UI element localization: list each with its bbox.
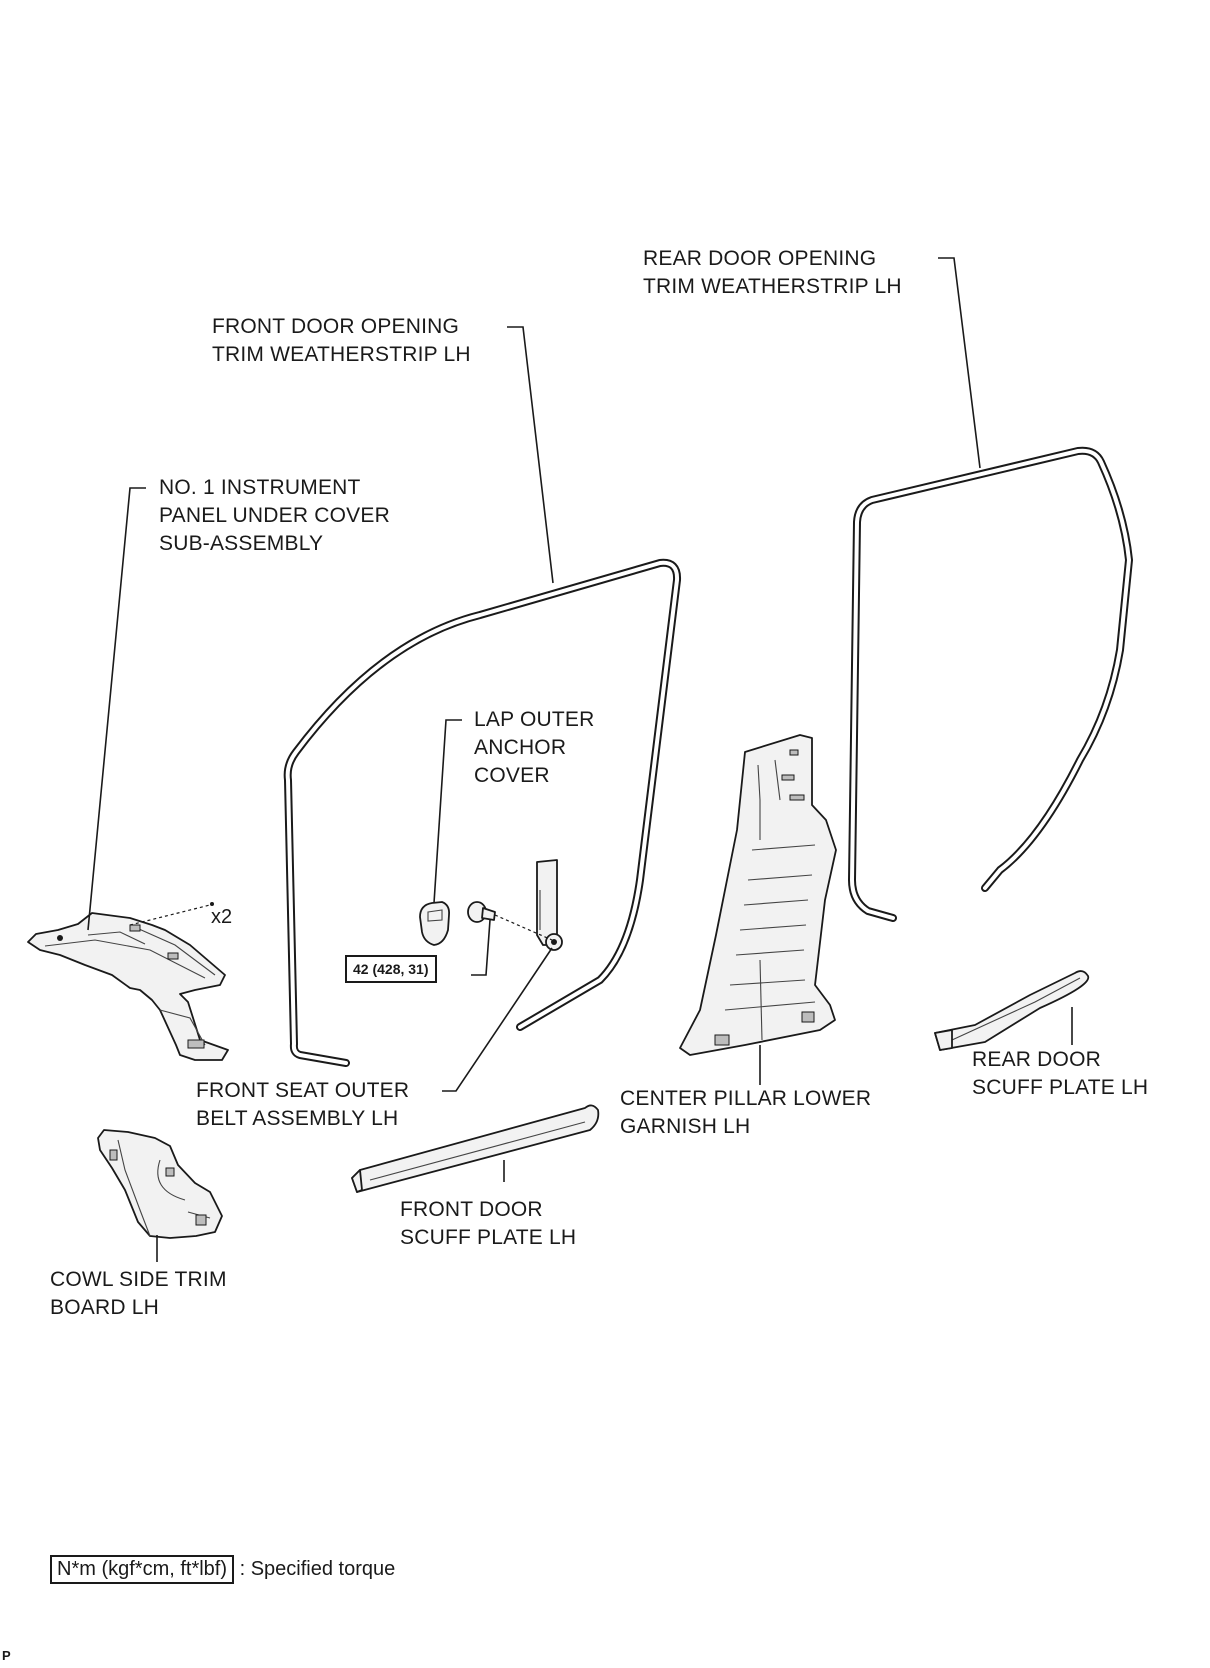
leader-instrument-cover [87, 487, 146, 931]
instrument-panel-under-cover [27, 912, 229, 1061]
leader-front-weatherstrip [507, 326, 554, 584]
leader-rear-weatherstrip [938, 257, 981, 469]
legend-text: : Specified torque [239, 1558, 396, 1580]
center-pillar-lower-garnish [679, 734, 837, 1056]
dashed-bolt-path [494, 914, 553, 941]
rear-door-scuff-plate [934, 970, 1090, 1051]
label-instrument-panel-cover: NO. 1 INSTRUMENT PANEL UNDER COVER SUB-A… [159, 476, 390, 555]
label-rear-door-scuff-plate: REAR DOOR SCUFF PLATE LH [972, 1048, 1149, 1099]
legend: N*m (kgf*cm, ft*lbf) : Specified torque [50, 1555, 395, 1584]
label-front-seat-belt: FRONT SEAT OUTER BELT ASSEMBLY LH [196, 1079, 410, 1130]
front-door-scuff-plate [351, 1104, 600, 1193]
footer-code: P [2, 1648, 11, 1663]
label-rear-door-weatherstrip: REAR DOOR OPENING TRIM WEATHERSTRIP LH [643, 247, 902, 298]
leader-torque [471, 919, 491, 976]
quantity-label: x2 [211, 906, 233, 928]
torque-spec-box: 42 (428, 31) [345, 955, 437, 983]
legend-unit-box: N*m (kgf*cm, ft*lbf) [50, 1555, 235, 1584]
leader-lines [87, 257, 1073, 1262]
front-door-weatherstrip [283, 558, 682, 1067]
lap-outer-anchor-cover [419, 901, 451, 946]
dashed-clip-path [129, 904, 211, 926]
label-lap-outer-anchor-cover: LAP OUTER ANCHOR COVER [474, 708, 595, 787]
label-front-door-weatherstrip: FRONT DOOR OPENING TRIM WEATHERSTRIP LH [212, 315, 471, 366]
label-front-door-scuff-plate: FRONT DOOR SCUFF PLATE LH [400, 1198, 577, 1249]
leader-front-seat-belt [442, 947, 553, 1092]
label-center-pillar-garnish: CENTER PILLAR LOWER GARNISH LH [620, 1087, 872, 1138]
cowl-side-trim-board [97, 1129, 223, 1239]
leader-lap-anchor [433, 719, 462, 904]
rear-door-weatherstrip [848, 446, 1133, 922]
anchor-bolt [467, 901, 496, 923]
label-cowl-side-trim-board: COWL SIDE TRIM BOARD LH [50, 1268, 227, 1319]
front-seat-outer-belt [536, 859, 563, 951]
